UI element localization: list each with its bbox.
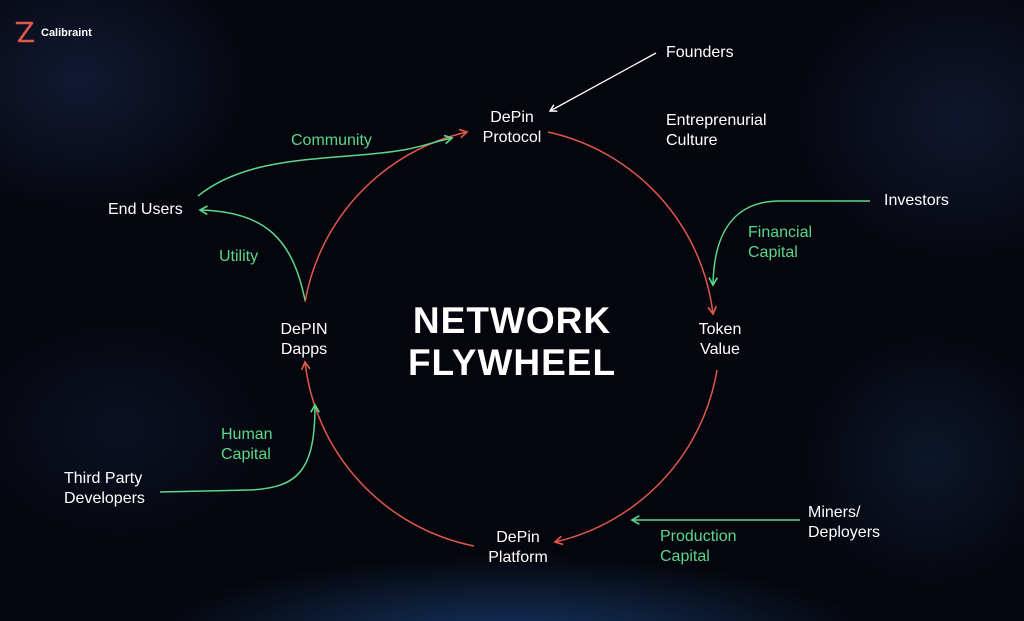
cycle-arc-protocol-to-token xyxy=(547,131,718,316)
node-third-party-developers: Third Party Developers xyxy=(64,470,145,507)
flow-label-community: Community xyxy=(291,132,372,149)
node-investors: Investors xyxy=(884,192,949,209)
brand-name: Calibraint xyxy=(41,27,92,39)
node-end-users: End Users xyxy=(108,201,183,218)
node-depin-platform: DePin Platform xyxy=(488,529,548,566)
arrow-dapps-to-end-users xyxy=(198,205,306,301)
arrow-end-users-to-protocol xyxy=(197,134,454,197)
brand: Calibraint xyxy=(14,20,92,46)
flow-label-utility: Utility xyxy=(219,248,259,265)
arrow-developers-to-dapps xyxy=(159,403,320,493)
flow-label-human-capital: Human Capital xyxy=(221,426,273,463)
node-entreprenurial-culture: Entreprenurial Culture xyxy=(666,112,767,149)
flow-label-financial-capital: Financial Capital xyxy=(748,224,813,261)
cycle-arc-platform-to-dapps xyxy=(300,360,475,547)
node-depin-protocol: DePin Protocol xyxy=(482,109,542,146)
calibraint-logo-icon xyxy=(15,21,35,43)
node-founders: Founders xyxy=(666,44,734,61)
node-miners-deployers: Miners/ Deployers xyxy=(808,504,881,541)
node-depin-dapps: DePIN Dapps xyxy=(280,321,328,358)
cycle-arc-token-to-platform xyxy=(553,369,718,546)
diagram-title: NETWORK FLYWHEEL xyxy=(407,300,617,383)
arrow-founders-to-protocol xyxy=(548,52,657,112)
node-token-value: Token Value xyxy=(698,321,742,358)
arrow-investors-to-token xyxy=(708,200,870,287)
flow-label-production-capital: Production Capital xyxy=(660,528,737,565)
